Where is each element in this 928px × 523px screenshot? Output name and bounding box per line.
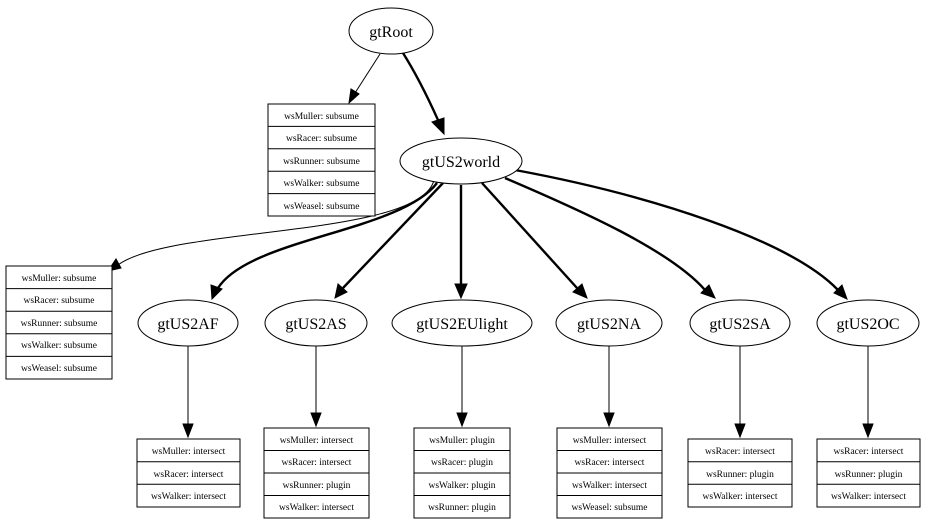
edge-world-na — [481, 182, 578, 289]
edge-na-table-arrow — [603, 412, 615, 428]
edge-world-na-arrow — [572, 283, 588, 299]
table-cell: wsMuller: intersect — [573, 436, 647, 446]
node-gtus2eulight: gtUS2EUlight — [391, 299, 533, 347]
node-label: gtUS2EUlight — [416, 316, 508, 333]
table-cell: wsWalker: subsume — [21, 341, 97, 351]
table-cell: wsMuller: intersect — [152, 447, 226, 457]
node-gtus2af: gtUS2AF — [137, 299, 239, 347]
table-cell: wsRacer: plugin — [431, 458, 493, 468]
table-cell: wsRacer: subsume — [286, 134, 357, 144]
table-cell: wsMuller: subsume — [284, 112, 359, 122]
table-sa: wsRacer: intersect wsRunner: plugin wsWa… — [687, 438, 793, 508]
table-cell: wsRacer: intersect — [575, 458, 645, 468]
table-cell: wsWeasel: subsume — [283, 202, 359, 212]
table-cell: wsMuller: plugin — [429, 436, 495, 446]
edge-root-world — [401, 52, 440, 121]
edge-world-sa-arrow — [700, 284, 716, 299]
node-gtroot: gtRoot — [348, 7, 434, 55]
edge-sa-table-arrow — [734, 423, 746, 439]
edge-root-table — [354, 53, 381, 94]
edge-world-oc — [514, 168, 839, 291]
table-cell: wsMuller: subsume — [22, 274, 97, 284]
edge-af-table-arrow — [182, 423, 194, 439]
table-cell: wsRunner: plugin — [835, 470, 903, 480]
table-cell: wsWeasel: subsume — [21, 364, 97, 374]
table-cell: wsWeasel: subsume — [571, 503, 647, 513]
node-label: gtUS2world — [422, 154, 500, 171]
edge-eu-table-arrow — [456, 412, 468, 428]
node-label: gtUS2AF — [157, 316, 218, 333]
node-gtus2sa: gtUS2SA — [689, 299, 791, 347]
edge-world-as-arrow — [334, 283, 348, 299]
node-label: gtUS2AS — [285, 316, 346, 333]
edge-world-as — [342, 182, 444, 289]
table-root: wsMuller: subsume wsRacer: subsume wsRun… — [267, 103, 376, 217]
node-gtus2as: gtUS2AS — [264, 299, 368, 347]
edge-world-oc-arrow — [833, 284, 848, 300]
table-cell: wsRacer: intersect — [705, 447, 775, 457]
edge-root-table-arrow — [348, 88, 360, 105]
node-label: gtRoot — [369, 24, 413, 41]
edge-world-af — [216, 182, 438, 289]
table-cell: wsWalker: subsume — [283, 179, 359, 189]
table-cell: wsRunner: plugin — [283, 481, 351, 491]
table-cell: wsWalker: intersect — [703, 492, 778, 502]
table-cell: wsWalker: intersect — [279, 503, 354, 513]
node-gtus2oc: gtUS2OC — [816, 299, 920, 347]
table-cell: wsRacer: intersect — [154, 470, 224, 480]
table-cell: wsRacer: intersect — [834, 447, 904, 457]
table-oc: wsRacer: intersect wsRunner: plugin wsWa… — [816, 438, 921, 508]
edge-root-world-arrow — [431, 117, 445, 136]
table-cell: wsWalker: intersect — [151, 492, 226, 502]
table-cell: wsWalker: intersect — [831, 492, 906, 502]
table-world: wsMuller: subsume wsRacer: subsume wsRun… — [5, 265, 113, 380]
edge-world-sa — [504, 176, 706, 291]
edge-as-table-arrow — [310, 412, 322, 428]
table-cell: wsMuller: intersect — [280, 436, 354, 446]
node-label: gtUS2NA — [577, 316, 641, 333]
edge-world-af-arrow — [210, 284, 223, 301]
edge-oc-table-arrow — [862, 423, 874, 439]
edges — [106, 52, 874, 439]
table-cell: wsWalker: plugin — [428, 481, 495, 491]
table-af: wsMuller: intersect wsRacer: intersect w… — [136, 438, 241, 508]
node-gtus2world: gtUS2world — [399, 137, 523, 185]
table-cell: wsRunner: plugin — [428, 503, 496, 513]
table-cell: wsRacer: intersect — [282, 458, 352, 468]
table-cell: wsRunner: subsume — [283, 157, 360, 167]
node-label: gtUS2SA — [709, 316, 771, 333]
edge-world-eu-arrow — [454, 283, 468, 300]
table-cell: wsRacer: subsume — [24, 296, 95, 306]
table-cell: wsWalker: intersect — [572, 481, 647, 491]
table-eulight: wsMuller: plugin wsRacer: plugin wsWalke… — [413, 427, 511, 519]
node-label: gtUS2OC — [836, 316, 899, 333]
table-as: wsMuller: intersect wsRacer: intersect w… — [263, 427, 370, 519]
node-gtus2na: gtUS2NA — [555, 299, 663, 347]
table-cell: wsRunner: plugin — [706, 470, 774, 480]
table-na: wsMuller: intersect wsRacer: intersect w… — [556, 427, 663, 519]
table-cell: wsRunner: subsume — [21, 319, 98, 329]
